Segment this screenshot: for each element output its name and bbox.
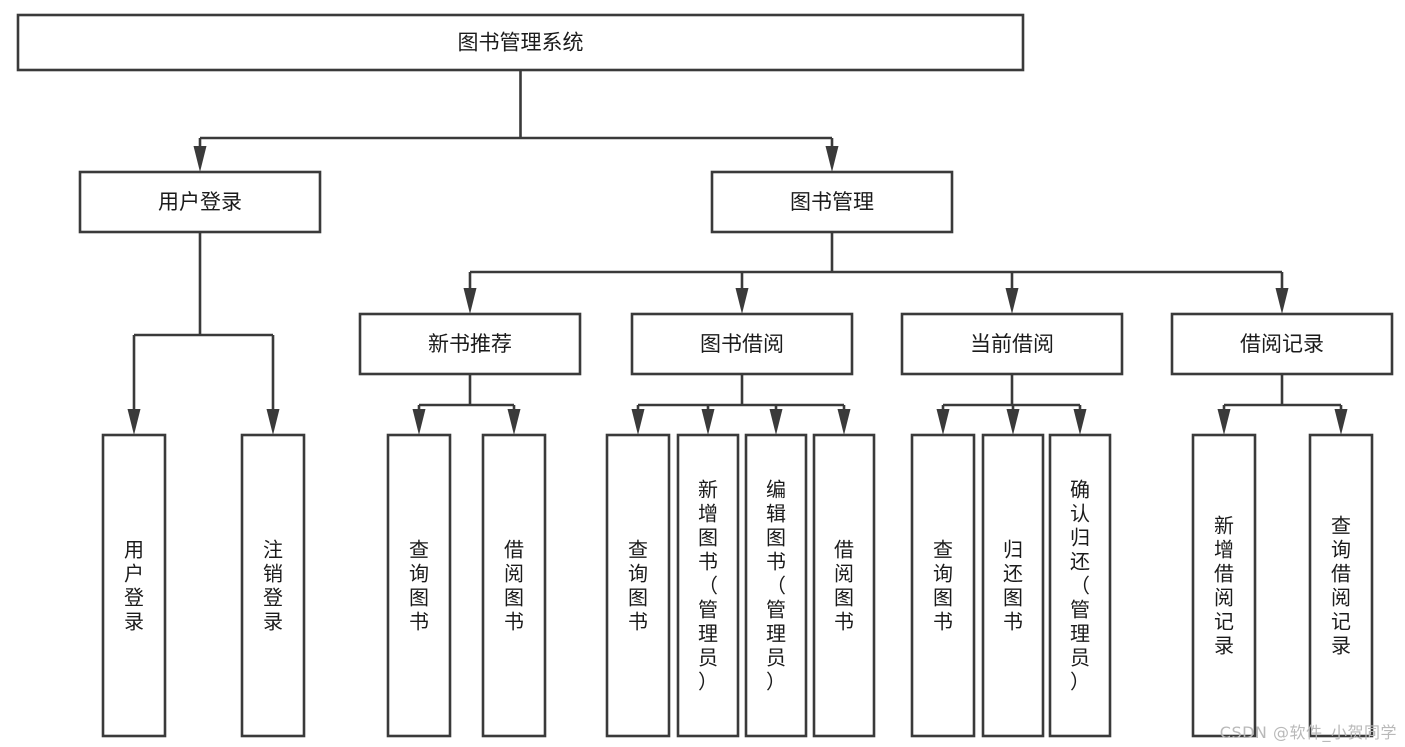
node-book-manage[interactable]: 图书管理 [710,170,954,234]
node-label-leaf-add-borrow-record: 新增借阅记录 [1214,513,1234,657]
arrow-head-icon [631,409,645,435]
arrow-head-icon [266,409,280,435]
connector-borrowrecord-to-leaves [1217,374,1348,435]
node-label-book-borrow: 图书借阅 [700,332,784,356]
node-leaf-return-book[interactable]: 归还图书 [981,433,1045,738]
node-box-borrow-record [1170,312,1394,376]
node-label-leaf-return-book: 归还图书 [1003,537,1023,633]
node-label-leaf-query-book-3: 查询图书 [933,537,953,633]
node-label-leaf-query-borrow-record: 查询借阅记录 [1331,513,1351,657]
node-label-leaf-user-login: 用户登录 [124,537,144,633]
node-label-leaf-query-book-2: 查询图书 [628,537,648,633]
node-leaf-user-login[interactable]: 用户登录 [101,433,167,738]
connector-bookborrow-to-leaves [631,374,851,435]
node-box-leaf-add-book-admin [676,433,740,738]
node-leaf-logout-login[interactable]: 注销登录 [240,433,306,738]
arrow-head-icon [1217,409,1231,435]
node-box-leaf-confirm-return-admin [1048,433,1112,738]
arrow-head-icon [825,146,839,172]
arrow-head-icon [769,409,783,435]
connector-bookmanage-to-level3 [463,232,1289,314]
node-box-new-book-recommend [358,312,582,376]
connector-root-to-level2 [193,70,839,172]
arrow-head-icon [463,288,477,314]
arrow-head-icon [837,409,851,435]
node-label-leaf-logout-login: 注销登录 [263,537,283,633]
arrow-head-icon [412,409,426,435]
node-box-book-borrow [630,312,854,376]
node-layer: 图书管理系统用户登录图书管理新书推荐图书借阅当前借阅借阅记录用户登录注销登录查询… [16,13,1394,738]
node-label-current-borrow: 当前借阅 [970,332,1054,356]
arrow-head-icon [193,146,207,172]
node-box-leaf-user-login [101,433,167,738]
arrow-head-icon [936,409,950,435]
connector-currentborrow-to-leaves [936,374,1087,435]
node-leaf-query-book-1[interactable]: 查询图书 [386,433,452,738]
connector-userlogin-to-leaves [127,232,280,435]
node-label-leaf-confirm-return-admin: 确认归还（管理员） [1070,477,1090,693]
arrow-head-icon [1005,288,1019,314]
node-leaf-query-borrow-record[interactable]: 查询借阅记录 [1308,433,1374,738]
node-label-leaf-borrow-book-1: 借阅图书 [504,537,524,633]
connector-layer [127,70,1348,435]
node-box-leaf-query-borrow-record [1308,433,1374,738]
arrow-head-icon [701,409,715,435]
node-label-leaf-borrow-book-2: 借阅图书 [834,537,854,633]
arrow-head-icon [1073,409,1087,435]
node-box-leaf-borrow-book-2 [812,433,876,738]
arrow-head-icon [1275,288,1289,314]
node-box-leaf-logout-login [240,433,306,738]
arrow-head-icon [1006,409,1020,435]
arrow-head-icon [1334,409,1348,435]
node-box-leaf-query-book-1 [386,433,452,738]
node-label-borrow-record: 借阅记录 [1240,332,1324,356]
node-label-new-book-recommend: 新书推荐 [428,332,512,356]
node-box-leaf-edit-book-admin [744,433,808,738]
node-leaf-borrow-book-2[interactable]: 借阅图书 [812,433,876,738]
node-box-book-manage [710,170,954,234]
node-label-leaf-add-book-admin: 新增图书（管理员） [698,477,718,693]
node-leaf-query-book-3[interactable]: 查询图书 [910,433,976,738]
node-label-leaf-edit-book-admin: 编辑图书（管理员） [766,477,786,693]
node-label-user-login: 用户登录 [158,190,242,214]
arrow-head-icon [735,288,749,314]
node-box-leaf-query-book-2 [605,433,671,738]
node-leaf-add-book-admin[interactable]: 新增图书（管理员） [676,433,740,738]
node-box-leaf-return-book [981,433,1045,738]
node-label-leaf-query-book-1: 查询图书 [409,537,429,633]
node-user-login[interactable]: 用户登录 [78,170,322,234]
node-box-root [16,13,1025,72]
node-box-leaf-borrow-book-1 [481,433,547,738]
arrow-head-icon [507,409,521,435]
node-leaf-borrow-book-1[interactable]: 借阅图书 [481,433,547,738]
node-label-root: 图书管理系统 [458,31,584,55]
node-box-leaf-query-book-3 [910,433,976,738]
arrow-head-icon [127,409,141,435]
node-current-borrow[interactable]: 当前借阅 [900,312,1124,376]
node-leaf-query-book-2[interactable]: 查询图书 [605,433,671,738]
node-box-current-borrow [900,312,1124,376]
node-root[interactable]: 图书管理系统 [16,13,1025,72]
node-borrow-record[interactable]: 借阅记录 [1170,312,1394,376]
node-leaf-add-borrow-record[interactable]: 新增借阅记录 [1191,433,1257,738]
node-box-user-login [78,170,322,234]
node-leaf-confirm-return-admin[interactable]: 确认归还（管理员） [1048,433,1112,738]
node-box-leaf-add-borrow-record [1191,433,1257,738]
node-leaf-edit-book-admin[interactable]: 编辑图书（管理员） [744,433,808,738]
node-book-borrow[interactable]: 图书借阅 [630,312,854,376]
node-label-book-manage: 图书管理 [790,190,874,214]
connector-newbook-to-leaves [412,374,521,435]
node-new-book-recommend[interactable]: 新书推荐 [358,312,582,376]
